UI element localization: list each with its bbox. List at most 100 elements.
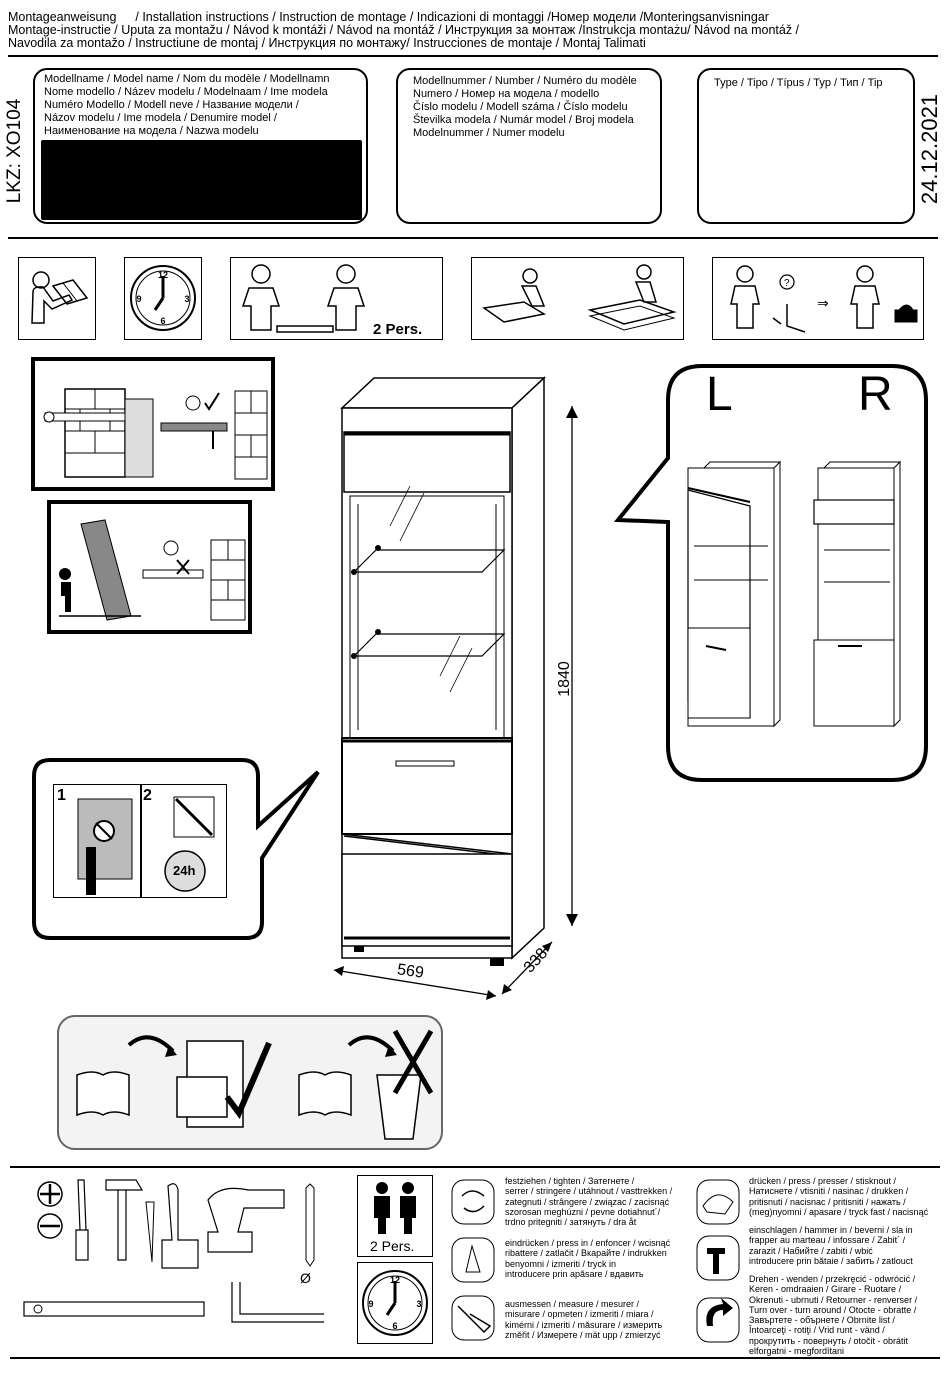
step-number-2: 2 bbox=[143, 787, 152, 804]
step-number-1: 1 bbox=[57, 787, 66, 804]
legend-line: serrer / stringere / utáhnout / vasttrek… bbox=[505, 1186, 673, 1197]
legend-line: kimérni / izmeriti / măsurare / измерить bbox=[505, 1319, 663, 1330]
legend-line: szorosan meghúzni / pevne dotiahnut´/ bbox=[505, 1206, 661, 1217]
header-languages: / Installation instructions / Instructio… bbox=[135, 10, 769, 24]
model-name-redacted bbox=[41, 140, 362, 220]
header-line-3: Navodila za montažo / Instructiune de mo… bbox=[8, 36, 646, 50]
keep-instructions-panel bbox=[57, 1015, 443, 1150]
legend-tighten: festziehen / tighten / Затегнете / serre… bbox=[505, 1176, 672, 1227]
legend-line: прокрутить - повернуть / otočit - obráti… bbox=[749, 1335, 909, 1346]
legend-line: introducere prin bătaie / забить / zatlo… bbox=[749, 1255, 913, 1266]
clock-legend-panel: 12 3 6 9 bbox=[357, 1262, 433, 1344]
legend-press-in: eindrücken / press in / enfoncer / wcisn… bbox=[505, 1238, 670, 1279]
date-vertical: 24.12.2021 bbox=[910, 60, 946, 240]
wall-anchor-screw-icon bbox=[43, 388, 268, 480]
legend-line: zategnuti / strângere / związac / zacisn… bbox=[505, 1196, 670, 1207]
clock-legend-icon: 12 3 6 9 bbox=[362, 1270, 428, 1336]
height-value: 1840 bbox=[556, 661, 573, 697]
legend-line: změřit / Измерете / mät upp / zmierzyć bbox=[505, 1329, 661, 1340]
legend-icons-left bbox=[451, 1179, 495, 1341]
tools-illustration bbox=[23, 1179, 324, 1323]
legend-line: festziehen / tighten / Затегнете / bbox=[505, 1176, 635, 1186]
unpack-panel bbox=[471, 257, 684, 340]
legend-line: Drehen - wenden / przekręcić - odwrócić … bbox=[749, 1274, 916, 1284]
call-support-panel: ? ⇒ bbox=[712, 257, 924, 340]
two-workers-carry-icon bbox=[241, 264, 366, 333]
model-name-labels: Modellname / Model name / Nom du modèle … bbox=[44, 73, 330, 138]
lkz-label: LKZ: XO104 bbox=[4, 98, 25, 204]
legend-hammer-in: einschlagen / hammer in / beverni / sla … bbox=[749, 1225, 913, 1266]
type-box: Type / Tipo / Típus / Typ / Тип / Tip bbox=[697, 68, 915, 224]
legend-bottom-divider bbox=[10, 1357, 940, 1359]
legend-line: eindrücken / press in / enfoncer / wcisn… bbox=[505, 1238, 671, 1248]
legend-line: drücken / press / presser / stisknout / bbox=[749, 1176, 897, 1186]
info-divider bbox=[8, 237, 938, 239]
tip-over-person-icon bbox=[59, 519, 246, 621]
legend-line: ausmessen / measure / mesurer / bbox=[505, 1299, 640, 1309]
model-number-line: Číslo modelu / Modell száma / Číslo mode… bbox=[413, 101, 628, 113]
header-divider bbox=[8, 55, 938, 57]
legend-measure: ausmessen / measure / mesurer / misurare… bbox=[505, 1299, 662, 1340]
cleaning-divider bbox=[140, 785, 142, 897]
legend-line: elforgatni - megfordítani bbox=[749, 1346, 845, 1357]
unpack-protection-icon bbox=[482, 264, 677, 331]
svg-text:9: 9 bbox=[136, 294, 141, 304]
keep-not-discard-icon bbox=[76, 1029, 434, 1140]
legend-line: misurare / opmeten / izmeriti / miara / bbox=[505, 1309, 654, 1320]
two-person-panel: 2 Pers. bbox=[230, 257, 443, 340]
width-value: 569 bbox=[396, 961, 425, 982]
model-name-line: Nome modello / Název modelu / Modelnaam … bbox=[44, 86, 328, 98]
legend-line: Keren - omdraaien / Girare - Ruotare / bbox=[749, 1284, 902, 1295]
legend-line: ribattere / zatlačit / Вкарайте / indruk… bbox=[505, 1248, 667, 1259]
legend-press: drücken / press / presser / stisknout / … bbox=[749, 1176, 928, 1217]
svg-text:12: 12 bbox=[158, 270, 168, 280]
model-number-line: Numero / Номер на модела / modello bbox=[413, 88, 600, 100]
variant-left-label: L bbox=[706, 368, 733, 421]
svg-text:6: 6 bbox=[392, 1321, 397, 1331]
model-number-line: Številka modela / Numár model / Broj mod… bbox=[413, 114, 634, 126]
model-name-line: Názov modelu / Ime modela / Denumire mod… bbox=[44, 112, 277, 124]
phillips-icon bbox=[37, 1181, 63, 1207]
lkz-vertical: LKZ: XO104 bbox=[0, 60, 30, 238]
tighten-icon bbox=[451, 1179, 495, 1225]
model-name-box: Modellname / Model name / Nom du modèle … bbox=[33, 68, 368, 224]
cabinet-dimension-drawing bbox=[333, 376, 578, 1000]
svg-text:9: 9 bbox=[368, 1299, 373, 1309]
header-line-2: Montage-instructie / Uputa za montažu / … bbox=[8, 23, 800, 37]
height-dimension: 1840 bbox=[551, 660, 581, 704]
model-number-line: Modelnummer / Numer modelu bbox=[413, 127, 565, 139]
clock-icon: 12 3 6 9 bbox=[130, 265, 196, 331]
read-instructions-panel bbox=[18, 257, 96, 340]
svg-text:6: 6 bbox=[160, 316, 165, 326]
wait-24h-label: 24h bbox=[173, 863, 196, 878]
legend-line: Întoarceţi - rotiţi / Vrid runt - vänd / bbox=[749, 1325, 885, 1336]
legend-top-divider bbox=[10, 1166, 940, 1168]
svg-text:?: ? bbox=[784, 278, 790, 289]
svg-text:12: 12 bbox=[390, 1275, 400, 1285]
legend-turn: Drehen - wenden / przekręcić - odwrócić … bbox=[749, 1274, 917, 1356]
two-persons-label: 2 Pers. bbox=[373, 321, 423, 338]
legend-line: introducere prin apăsare / вдавить bbox=[505, 1268, 644, 1279]
legend-line: Okrenuti - ubrnuti / Retourner - renvers… bbox=[749, 1294, 918, 1305]
svg-text:3: 3 bbox=[416, 1299, 421, 1309]
persons-legend-panel: 2 Pers. bbox=[357, 1175, 433, 1257]
variant-right-label: R bbox=[858, 368, 893, 421]
header-title: Montageanweisung bbox=[8, 10, 117, 24]
confused-call-phone-icon: ? ⇒ bbox=[730, 265, 918, 333]
no-solvent-cleaning-icon bbox=[77, 796, 215, 895]
svg-text:⇒: ⇒ bbox=[817, 296, 829, 312]
model-number-line: Modellnummer / Number / Numéro du modèle bbox=[413, 75, 637, 87]
model-number-labels: Modellnummer / Number / Numéro du modèle… bbox=[413, 75, 637, 140]
date-label: 24.12.2021 bbox=[917, 93, 942, 205]
left-right-cabinet-icons bbox=[687, 460, 902, 728]
legend-line: Завъртете - обърнете / Obrnite list / bbox=[749, 1315, 895, 1326]
legend-line: benyomni / izmeriti / tryck in bbox=[505, 1258, 617, 1269]
reading-person-icon bbox=[31, 271, 89, 324]
model-name-line: Numéro Modello / Modell neve / Название … bbox=[44, 99, 299, 111]
model-name-line: Modellname / Model name / Nom du modèle … bbox=[44, 73, 330, 85]
legend-line: Натиснете / vtisniti / nasinac / drukken… bbox=[749, 1186, 909, 1197]
model-name-line: Наименование на модела / Nazwa modelu bbox=[44, 125, 259, 137]
legend-line: trdno pritegniti / затянуть / dra åt bbox=[505, 1217, 637, 1228]
svg-text:3: 3 bbox=[184, 294, 189, 304]
cleaning-steps-panel: 1 2 24h bbox=[53, 784, 227, 898]
